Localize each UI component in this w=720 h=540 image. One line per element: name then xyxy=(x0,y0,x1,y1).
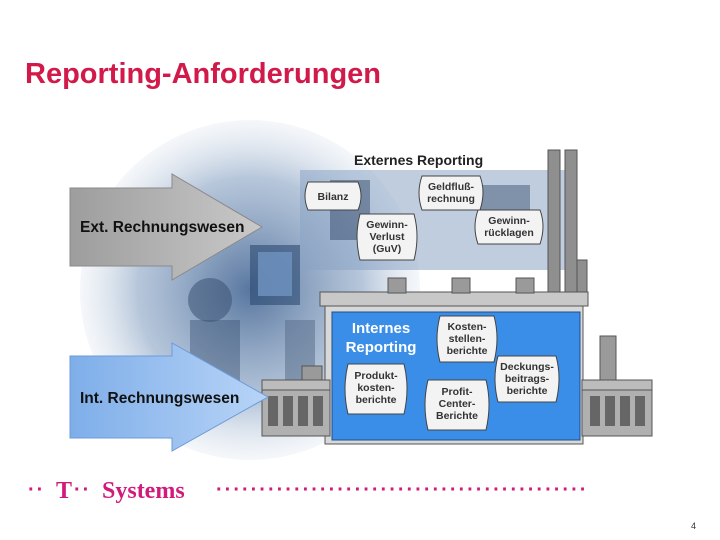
scroll-guv xyxy=(356,213,418,261)
internal-arrow xyxy=(69,342,270,452)
scroll-produktkosten-text: Produkt- kosten- berichte xyxy=(354,370,398,406)
brand-logo-t: T xyxy=(56,478,73,504)
external-reporting-heading: Externes Reporting xyxy=(354,152,484,168)
page-number: 4 xyxy=(690,521,696,531)
scroll-kostenstellen xyxy=(436,315,498,363)
scroll-profitcenter xyxy=(424,379,490,431)
brand-logo-name: Systems xyxy=(102,478,185,504)
scroll-bilanz xyxy=(304,181,362,211)
scroll-bilanz-text: Bilanz xyxy=(317,191,349,203)
external-arrow xyxy=(69,173,263,281)
scroll-geldfluss-text: Geldfluß- rechnung xyxy=(427,181,475,205)
scroll-kostenstellen-text: Kosten- stellen- berichte xyxy=(446,321,488,357)
external-arrow-label: Ext. Rechnungswesen xyxy=(80,219,245,236)
scroll-gewinnruecklagen-text: Gewinn- rücklagen xyxy=(484,215,534,239)
scroll-profitcenter-text: Profit- Center- Berichte xyxy=(435,386,478,422)
scroll-deckungsbeitrag-text: Deckungs- beitrags- berichte xyxy=(500,361,554,397)
scroll-produktkosten xyxy=(344,363,408,415)
slide-title: Reporting-Anforderungen xyxy=(25,58,382,90)
internal-arrow-label: Int. Rechnungswesen xyxy=(80,390,240,407)
scroll-deckungsbeitrag xyxy=(494,355,560,403)
footer-dots-mid: ·· xyxy=(74,479,92,501)
scroll-guv-text: Gewinn- Verlust (GuV) xyxy=(366,219,408,255)
footer-dotted-line: ········································… xyxy=(216,479,589,501)
internal-reporting-heading: Internes Reporting xyxy=(345,320,417,356)
footer-dots-left: ·· xyxy=(28,479,46,501)
scroll-gewinnruecklagen xyxy=(474,209,544,245)
